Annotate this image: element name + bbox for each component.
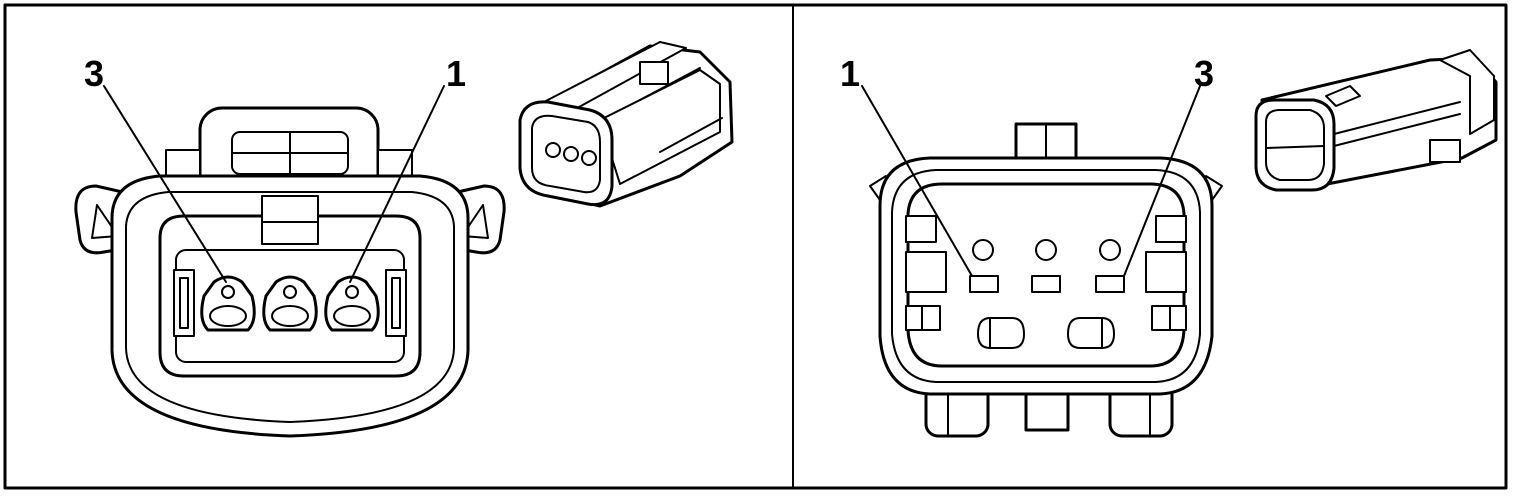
right-panel: 1 3 [840, 49, 1498, 438]
pin-label-b: 1 [446, 53, 466, 94]
leader-line-pin-b [349, 85, 445, 283]
end-slot-left [173, 269, 195, 337]
pin-2 [1031, 239, 1061, 293]
pin-1 [969, 239, 999, 293]
leader-line-pin-a [861, 85, 973, 277]
terminal-cavity-2 [262, 275, 318, 332]
keyway [261, 195, 319, 245]
pin-3 [1095, 239, 1125, 293]
male-connector-iso-view [1254, 49, 1498, 192]
leader-line-pin-a [103, 85, 227, 283]
figure-border [3, 3, 1508, 490]
key-right [1067, 317, 1115, 349]
terminal-cavity-1 [324, 275, 380, 332]
key-left [977, 317, 1025, 349]
end-slot-right [385, 269, 407, 337]
pin-label-a: 1 [840, 53, 860, 94]
leader-line-pin-b [1123, 85, 1201, 277]
pin-label-b: 3 [1194, 53, 1214, 94]
female-connector-face [74, 106, 506, 438]
male-connector-face [869, 122, 1223, 438]
pin-label-a: 3 [84, 53, 104, 94]
housing-seal [125, 191, 455, 423]
left-panel: 3 1 [74, 41, 734, 438]
female-connector-iso-view [518, 41, 734, 208]
terminal-cavity-3 [200, 275, 256, 332]
